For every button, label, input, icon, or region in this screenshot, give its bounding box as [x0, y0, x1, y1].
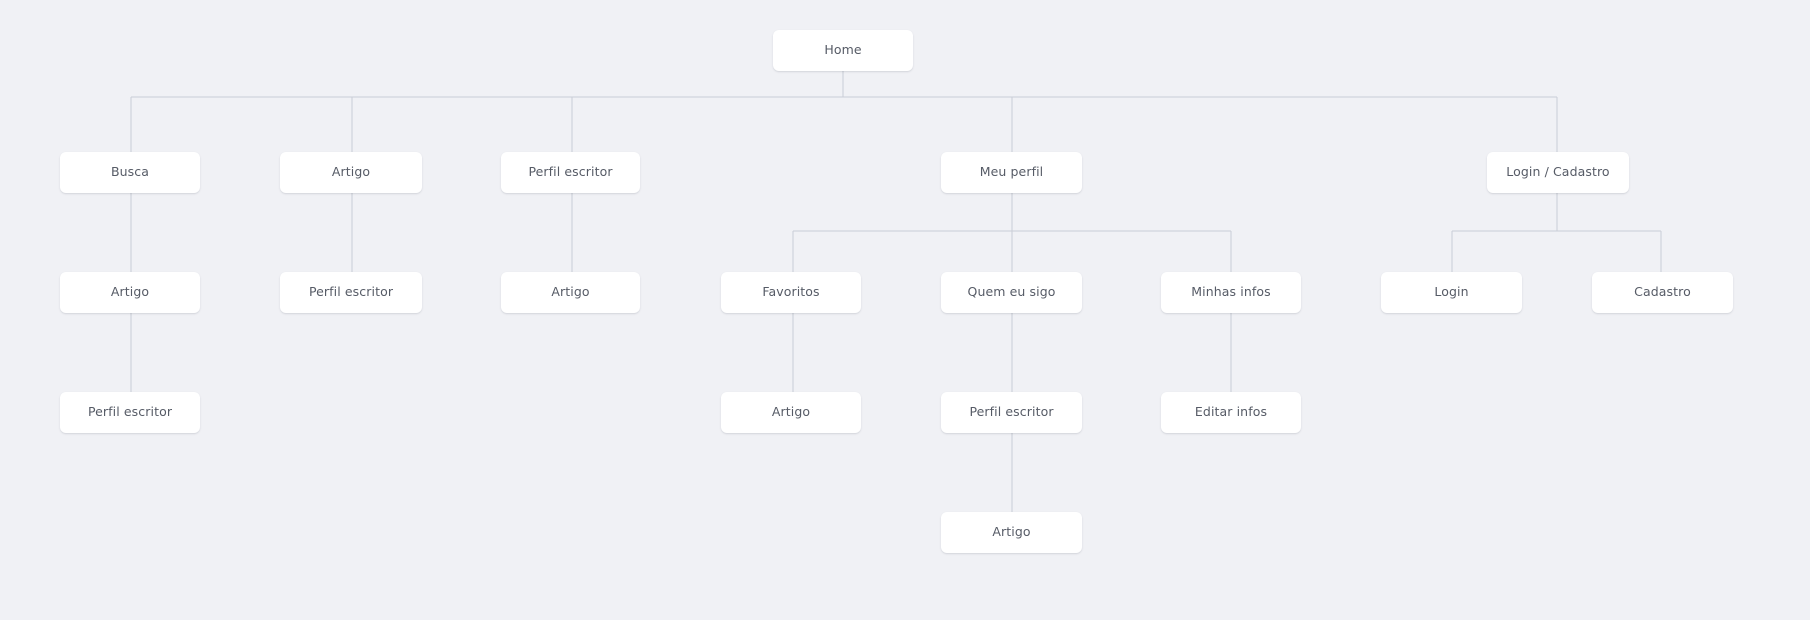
sitemap-node-fav_artigo[interactable]: Artigo: [721, 392, 861, 433]
sitemap-node-sigo_perfil[interactable]: Perfil escritor: [941, 392, 1082, 433]
sitemap-node-label: Artigo: [992, 524, 1031, 540]
sitemap-node-editar_infos[interactable]: Editar infos: [1161, 392, 1301, 433]
sitemap-node-busca_perfil[interactable]: Perfil escritor: [60, 392, 200, 433]
sitemap-node-label: Meu perfil: [979, 164, 1044, 180]
sitemap-node-label: Minhas infos: [1191, 284, 1271, 300]
sitemap-node-label: Perfil escritor: [969, 404, 1054, 420]
sitemap-node-favoritos[interactable]: Favoritos: [721, 272, 861, 313]
sitemap-node-artigo_perfil[interactable]: Perfil escritor: [280, 272, 422, 313]
sitemap-node-label: Artigo: [331, 164, 371, 180]
sitemap-node-perfil_artigo[interactable]: Artigo: [501, 272, 640, 313]
sitemap-node-label: Artigo: [551, 284, 590, 300]
sitemap-node-login_cadastro[interactable]: Login / Cadastro: [1487, 152, 1629, 193]
sitemap-node-label: Favoritos: [762, 284, 820, 300]
sitemap-node-label: Artigo: [771, 404, 811, 420]
sitemap-node-label: Cadastro: [1634, 284, 1691, 300]
sitemap-node-label: Perfil escritor: [87, 404, 173, 420]
sitemap-node-perfil_top[interactable]: Perfil escritor: [501, 152, 640, 193]
sitemap-node-home[interactable]: Home: [773, 30, 913, 71]
sitemap-node-busca_artigo[interactable]: Artigo: [60, 272, 200, 313]
sitemap-node-artigo_top[interactable]: Artigo: [280, 152, 422, 193]
sitemap-node-label: Editar infos: [1194, 404, 1268, 420]
sitemap-node-label: Perfil escritor: [528, 164, 613, 180]
sitemap-node-sigo_artigo[interactable]: Artigo: [941, 512, 1082, 553]
sitemap-node-busca[interactable]: Busca: [60, 152, 200, 193]
sitemap-node-label: Perfil escritor: [308, 284, 394, 300]
sitemap-node-quem_eu_sigo[interactable]: Quem eu sigo: [941, 272, 1082, 313]
sitemap-node-label: Artigo: [110, 284, 150, 300]
sitemap-node-label: Login: [1434, 284, 1469, 300]
sitemap-node-meu_perfil[interactable]: Meu perfil: [941, 152, 1082, 193]
sitemap-node-label: Busca: [110, 164, 150, 180]
sitemap-node-login[interactable]: Login: [1381, 272, 1522, 313]
sitemap-node-label: Quem eu sigo: [967, 284, 1056, 300]
sitemap-node-label: Login / Cadastro: [1506, 164, 1610, 180]
sitemap-node-minhas_infos[interactable]: Minhas infos: [1161, 272, 1301, 313]
sitemap-node-cadastro[interactable]: Cadastro: [1592, 272, 1733, 313]
sitemap-node-label: Home: [824, 42, 862, 58]
